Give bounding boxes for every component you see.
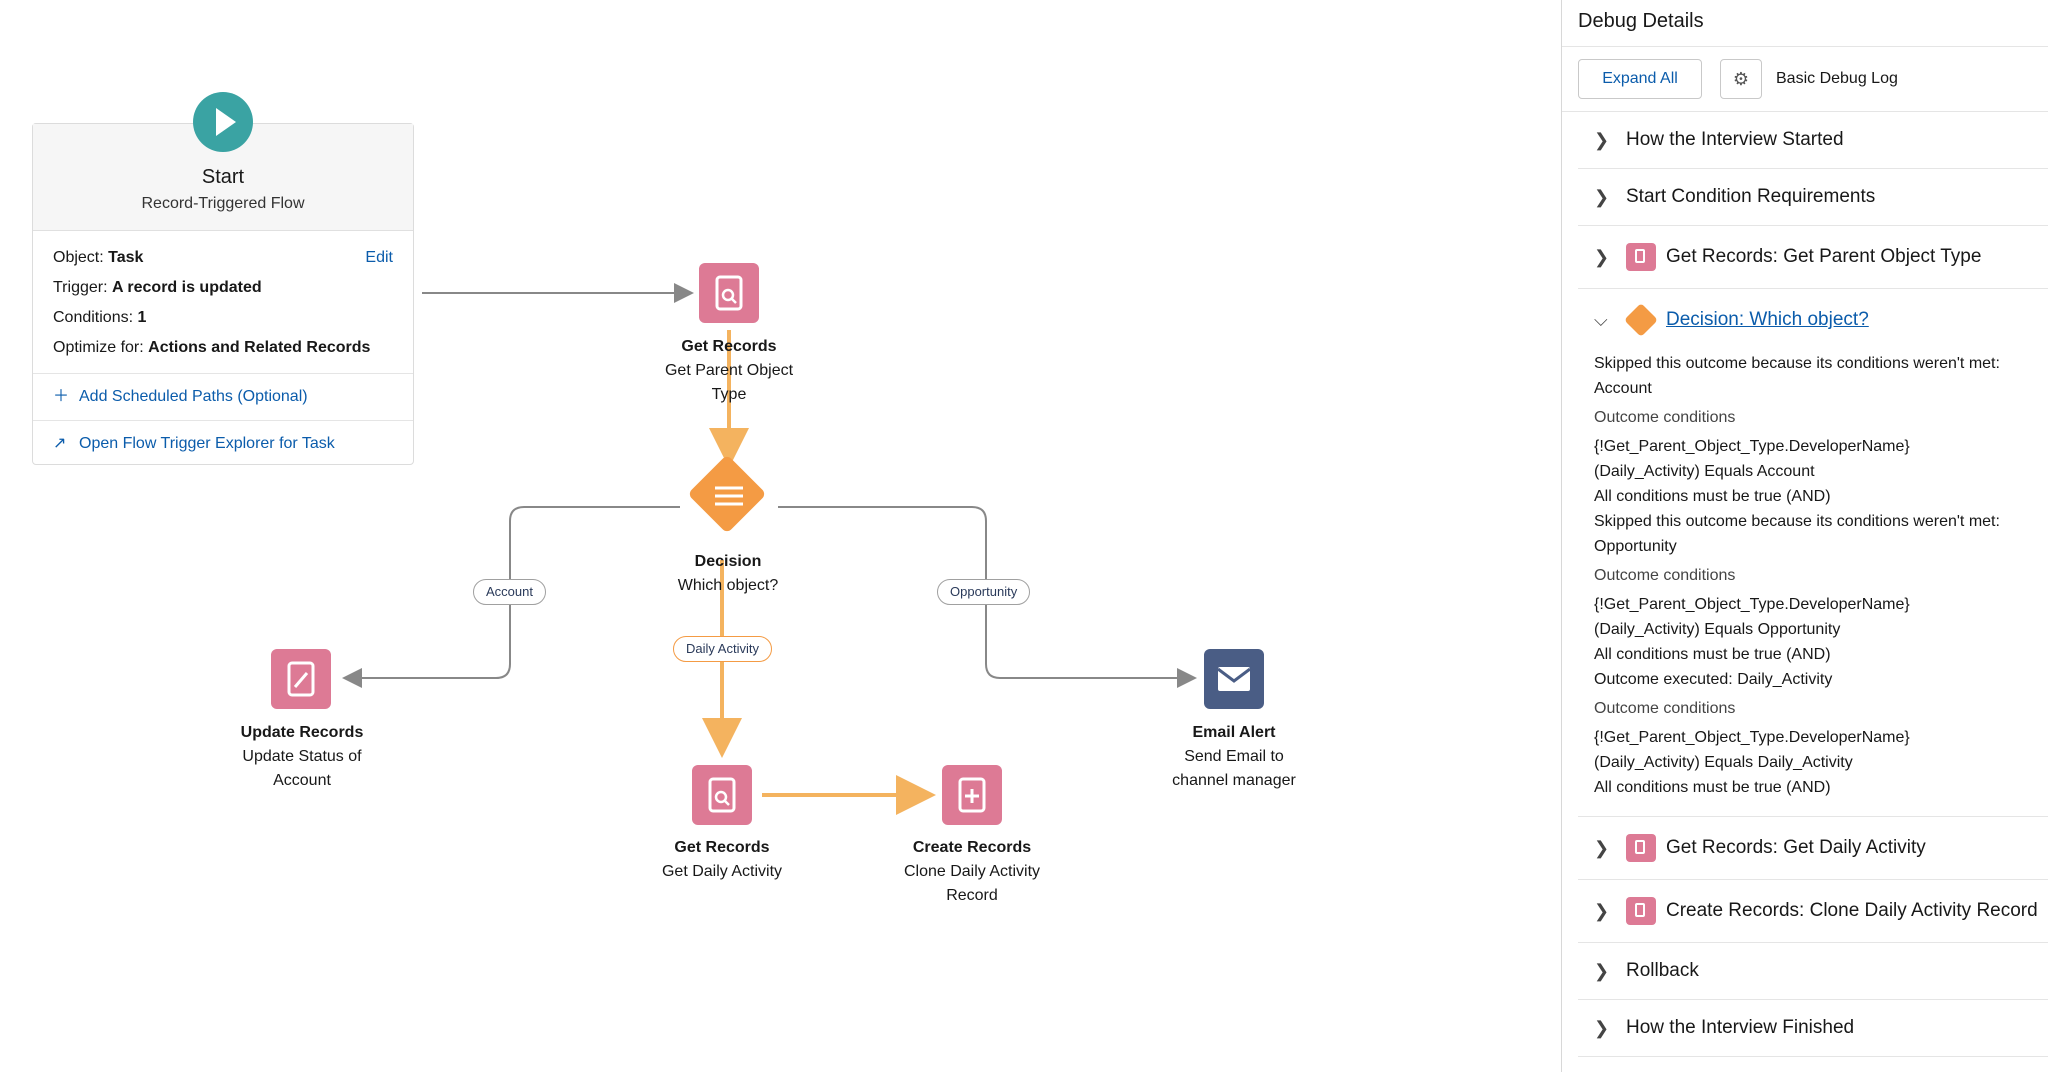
get-records-icon: [1626, 834, 1656, 862]
decision-section-header[interactable]: ⌵ Decision: Which object?: [1578, 289, 2048, 351]
gear-icon: ⚙: [1732, 69, 1750, 89]
conditions-row: Conditions: 1: [53, 309, 147, 326]
get-records-icon: [1626, 243, 1656, 271]
flow-canvas[interactable]: Start Record-Triggered Flow Object: Task…: [0, 0, 1560, 1072]
debug-mode-label: Basic Debug Log: [1776, 70, 1898, 87]
section-interview-finished[interactable]: ❯ How the Interview Finished: [1578, 1000, 2048, 1057]
update-records-node[interactable]: [271, 649, 331, 709]
outcome-opportunity-pill[interactable]: Opportunity: [937, 579, 1031, 605]
envelope-icon: [1217, 667, 1251, 691]
section-create-records[interactable]: ❯ Create Records: Clone Daily Activity R…: [1578, 880, 2048, 943]
email-alert-label: Email Alert Send Email to channel manage…: [1172, 724, 1296, 789]
chevron-right-icon: ❯: [1594, 901, 1610, 921]
debug-toolbar: Expand All ⚙ Basic Debug Log: [1562, 47, 2048, 112]
get-records-parent-node[interactable]: [699, 263, 759, 323]
chevron-right-icon: ❯: [1594, 961, 1610, 981]
get-records-daily-node[interactable]: [692, 765, 752, 825]
play-icon: [193, 92, 253, 152]
add-scheduled-paths-link[interactable]: ＋Add Scheduled Paths (Optional): [33, 373, 413, 420]
chevron-right-icon: ❯: [1594, 130, 1610, 150]
section-get-daily[interactable]: ❯ Get Records: Get Daily Activity: [1578, 817, 2048, 880]
chevron-right-icon: ❯: [1594, 187, 1610, 207]
section-get-parent[interactable]: ❯ Get Records: Get Parent Object Type: [1578, 226, 2048, 289]
decision-label: Decision Which object?: [677, 553, 779, 594]
chevron-right-icon: ❯: [1594, 247, 1610, 267]
create-records-icon: [1626, 897, 1656, 925]
get-parent-label: Get Records Get Parent Object Type: [664, 338, 794, 403]
update-records-label: Update Records Update Status of Account: [240, 724, 364, 789]
edit-link[interactable]: Edit: [365, 249, 393, 266]
email-alert-node[interactable]: [1204, 649, 1264, 709]
start-element[interactable]: Start Record-Triggered Flow Object: Task…: [32, 92, 414, 467]
section-interview-started[interactable]: ❯ How the Interview Started: [1578, 112, 2048, 169]
optimize-row: Optimize for: Actions and Related Record…: [53, 339, 371, 356]
section-start-condition[interactable]: ❯ Start Condition Requirements: [1578, 169, 2048, 226]
plus-icon: ＋: [53, 388, 70, 405]
create-records-label: Create Records Clone Daily Activity Reco…: [903, 839, 1041, 904]
section-decision: ⌵ Decision: Which object? Skipped this o…: [1578, 289, 2048, 817]
chevron-right-icon: ❯: [1594, 838, 1610, 858]
update-records-icon: [287, 661, 315, 697]
open-trigger-explorer-link[interactable]: ↗Open Flow Trigger Explorer for Task: [33, 420, 413, 467]
create-records-node[interactable]: [942, 765, 1002, 825]
get-daily-label: Get Records Get Daily Activity: [661, 839, 783, 880]
decision-details: Skipped this outcome because its conditi…: [1594, 355, 2000, 796]
object-row: Object: Task Edit: [53, 243, 393, 273]
create-records-icon: [958, 777, 986, 813]
decision-link[interactable]: Decision: Which object?: [1666, 309, 1869, 330]
get-records-icon: [708, 777, 736, 813]
chevron-right-icon: ❯: [1594, 1018, 1610, 1038]
start-subtitle: Record-Triggered Flow: [141, 195, 305, 212]
decision-icon: [1624, 303, 1658, 337]
outcome-account-pill[interactable]: Account: [473, 579, 546, 605]
panel-title: Debug Details: [1562, 0, 2048, 47]
expand-all-button[interactable]: Expand All: [1578, 59, 1702, 99]
start-title: Start: [201, 166, 245, 188]
section-rollback[interactable]: ❯ Rollback: [1578, 943, 2048, 1000]
get-records-icon: [715, 275, 743, 311]
debug-details-panel: Debug Details Expand All ⚙ Basic Debug L…: [1561, 0, 2048, 1072]
outcome-daily-activity-pill[interactable]: Daily Activity: [673, 636, 772, 662]
trigger-row: Trigger: A record is updated: [53, 279, 262, 296]
external-link-icon: ↗: [53, 435, 67, 452]
settings-button[interactable]: ⚙: [1720, 59, 1762, 99]
chevron-down-icon: ⌵: [1594, 310, 1608, 330]
decision-icon: [715, 486, 743, 506]
